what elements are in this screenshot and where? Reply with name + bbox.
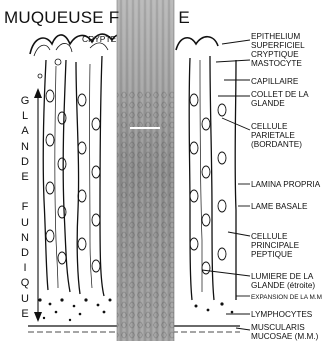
vertical-letter: D <box>18 155 32 170</box>
vertical-letter: L <box>18 109 32 124</box>
vertical-letter: D <box>18 246 32 261</box>
label-expansion-mm: EXPANSION DE LA M.M <box>251 293 322 302</box>
vertical-letter: N <box>18 231 32 246</box>
vertical-letter: U <box>18 292 32 307</box>
vertical-letter: E <box>18 170 32 185</box>
label-capillaire: CAPILLAIRE <box>251 77 298 86</box>
label-mastocyte: MASTOCYTE <box>251 59 302 68</box>
label-lamina-propria: LAMINA PROPRIA <box>251 180 320 189</box>
vertical-letter: I <box>18 261 32 276</box>
vertical-letter: Q <box>18 276 32 291</box>
vertical-letter: A <box>18 124 32 139</box>
vertical-letter: U <box>18 216 32 231</box>
vertical-letter: G <box>18 94 32 109</box>
vertical-letter <box>18 185 32 200</box>
vertical-letter: N <box>18 140 32 155</box>
vertical-letter: E <box>18 307 32 322</box>
label-lymphocytes: LYMPHOCYTES <box>251 310 312 319</box>
label-lame-basale: LAME BASALE <box>251 202 307 211</box>
label-crypte: CRYPTE <box>82 34 116 44</box>
vertical-letter: F <box>18 200 32 215</box>
